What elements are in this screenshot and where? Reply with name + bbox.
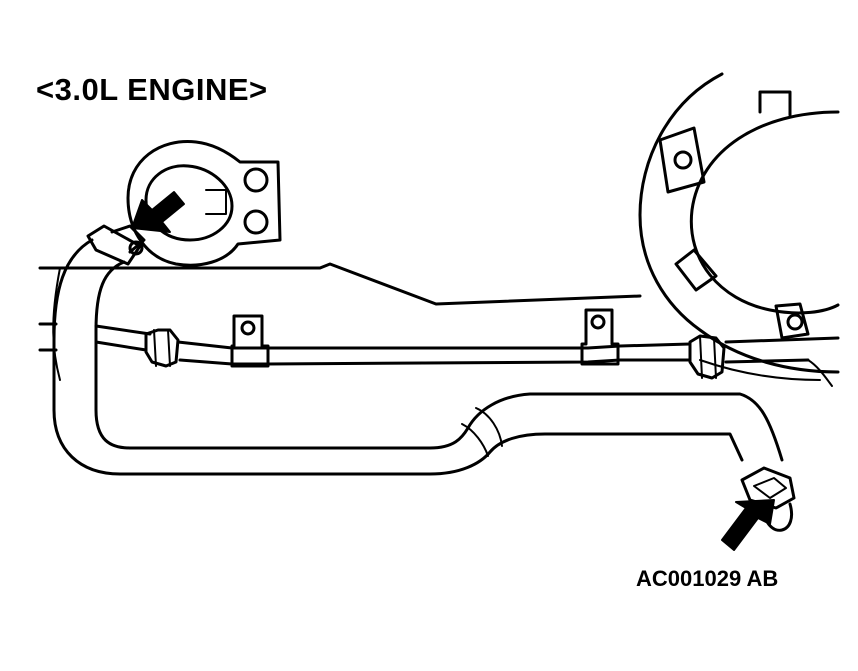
tube-fitting-left — [146, 330, 178, 366]
tube-bracket-right — [582, 310, 618, 364]
hose-clamp-upper — [88, 226, 144, 264]
arrow-upper-icon — [132, 192, 184, 232]
tube-bracket-left — [232, 316, 268, 366]
small-tube — [96, 326, 838, 386]
arrow-lower-icon — [722, 500, 774, 550]
figure-code: AC001029 AB — [636, 566, 779, 591]
outlet-fitting-flange — [128, 142, 280, 266]
tube-fitting-right — [690, 336, 724, 378]
diagram-title: <3.0L ENGINE> — [36, 72, 268, 107]
flywheel-housing — [640, 74, 838, 380]
coolant-hose — [54, 240, 782, 474]
